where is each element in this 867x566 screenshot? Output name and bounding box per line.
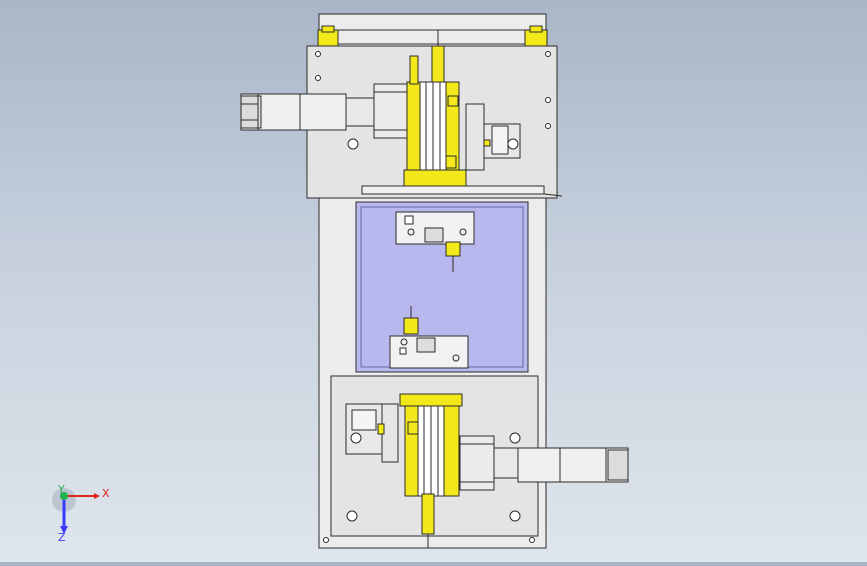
lower-stepper-motor[interactable] bbox=[459, 435, 629, 491]
lower-gripper-block[interactable] bbox=[389, 306, 469, 369]
upper-guide-rail[interactable] bbox=[361, 185, 563, 199]
upper-gripper-block[interactable] bbox=[395, 211, 475, 272]
y-axis-dot bbox=[60, 492, 68, 500]
upper-stepper-motor[interactable] bbox=[240, 83, 409, 139]
lower-linear-stage[interactable] bbox=[399, 393, 463, 548]
z-axis-label: Z bbox=[58, 531, 66, 544]
x-axis-label: X bbox=[102, 487, 110, 500]
orientation-triad bbox=[52, 488, 100, 534]
upper-linear-stage[interactable] bbox=[403, 30, 467, 193]
mounting-screws bbox=[315, 51, 551, 543]
y-axis-label: Y bbox=[58, 483, 65, 496]
lower-sensor-bracket[interactable] bbox=[345, 403, 399, 463]
